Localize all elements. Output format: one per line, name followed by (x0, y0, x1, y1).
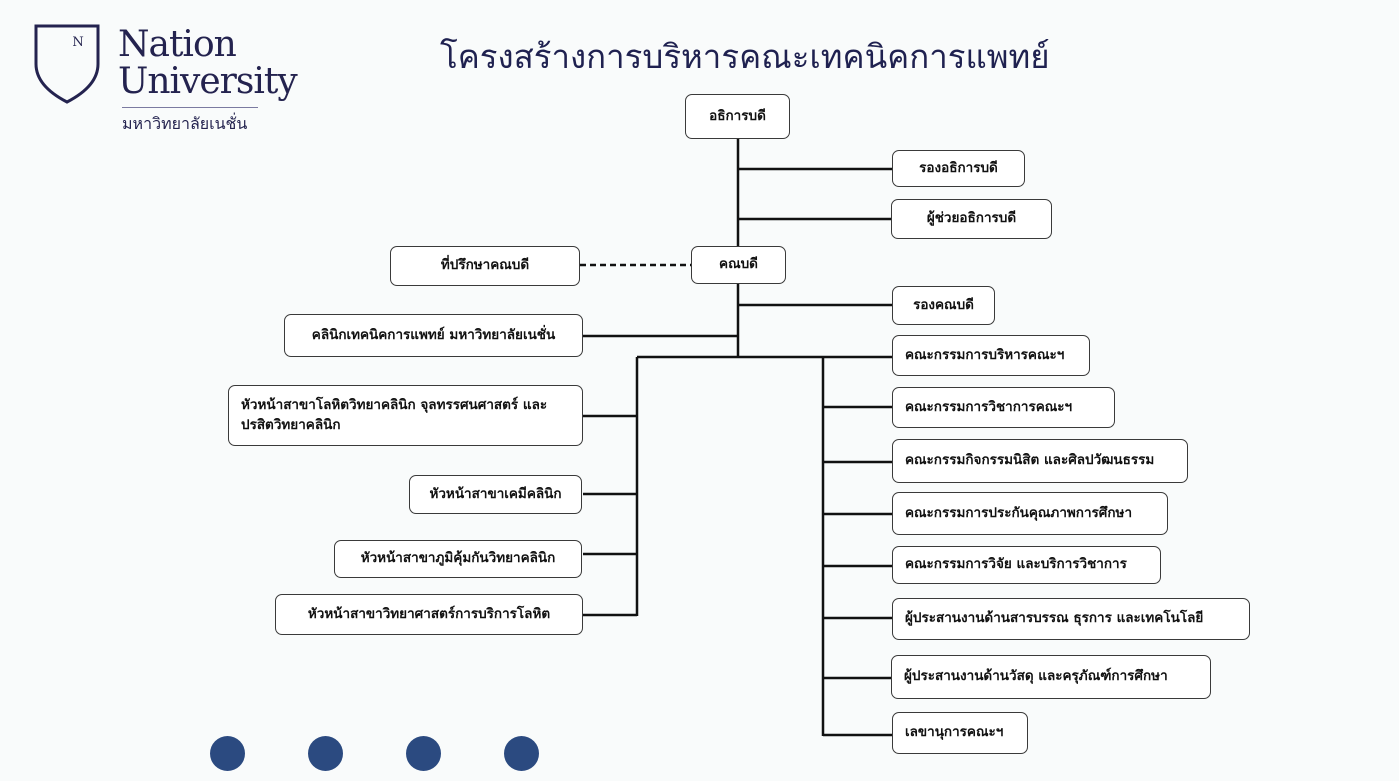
node-head-clinical-chemistry: หัวหน้าสาขาเคมีคลินิก (409, 475, 582, 514)
node-assistant-president: ผู้ช่วยอธิการบดี (891, 199, 1052, 239)
node-dean: คณบดี (691, 246, 786, 284)
shield-icon: N (34, 24, 100, 104)
node-vice-president: รองอธิการบดี (892, 150, 1025, 187)
node-academic-committee: คณะกรรมการวิชาการคณะฯ (892, 387, 1115, 428)
node-faculty-secretary: เลขานุการคณะฯ (892, 712, 1028, 754)
svg-text:N: N (72, 35, 83, 50)
node-dean-advisor: ที่ปรึกษาคณบดี (390, 246, 580, 286)
logo-divider (122, 107, 258, 108)
node-student-activities-committee: คณะกรรมกิจกรรมนิสิต และศิลปวัฒนธรรม (892, 439, 1188, 483)
node-president: อธิการบดี (685, 94, 790, 139)
logo-thai-name: มหาวิทยาลัยเนชั่น (122, 114, 248, 133)
pagination-dot[interactable] (406, 736, 441, 771)
node-supplies-coordinator: ผู้ประสานงานด้านวัสดุ และครุภัณฑ์การศึกษ… (891, 655, 1211, 699)
node-executive-committee: คณะกรรมการบริหารคณะฯ (892, 335, 1090, 376)
node-head-immunology: หัวหน้าสาขาภูมิคุ้มกันวิทยาคลินิก (334, 540, 582, 578)
node-admin-coordinator: ผู้ประสานงานด้านสารบรรณ ธุรการ และเทคโนโ… (892, 598, 1250, 640)
node-head-blood-bank: หัวหน้าสาขาวิทยาศาสตร์การบริการโลหิต (275, 594, 583, 635)
node-research-committee: คณะกรรมการวิจัย และบริการวิชาการ (892, 546, 1161, 584)
pagination-dot[interactable] (308, 736, 343, 771)
logo-line-1: Nation (118, 24, 237, 65)
node-quality-assurance-committee: คณะกรรมการประกันคุณภาพการศึกษา (892, 492, 1168, 535)
node-vice-dean: รองคณบดี (892, 286, 995, 325)
logo-line-2: University (118, 61, 298, 102)
pagination-dot[interactable] (504, 736, 539, 771)
logo-wordmark: Nation University (118, 24, 298, 102)
node-head-hematology: หัวหน้าสาขาโลหิตวิทยาคลินิก จุลทรรศนศาสต… (228, 385, 583, 446)
node-clinic: คลินิกเทคนิคการแพทย์ มหาวิทยาลัยเนชั่น (284, 314, 583, 357)
pagination-dot[interactable] (210, 736, 245, 771)
page-title: โครงสร้างการบริหารคณะเทคนิคการแพทย์ (440, 37, 1050, 76)
